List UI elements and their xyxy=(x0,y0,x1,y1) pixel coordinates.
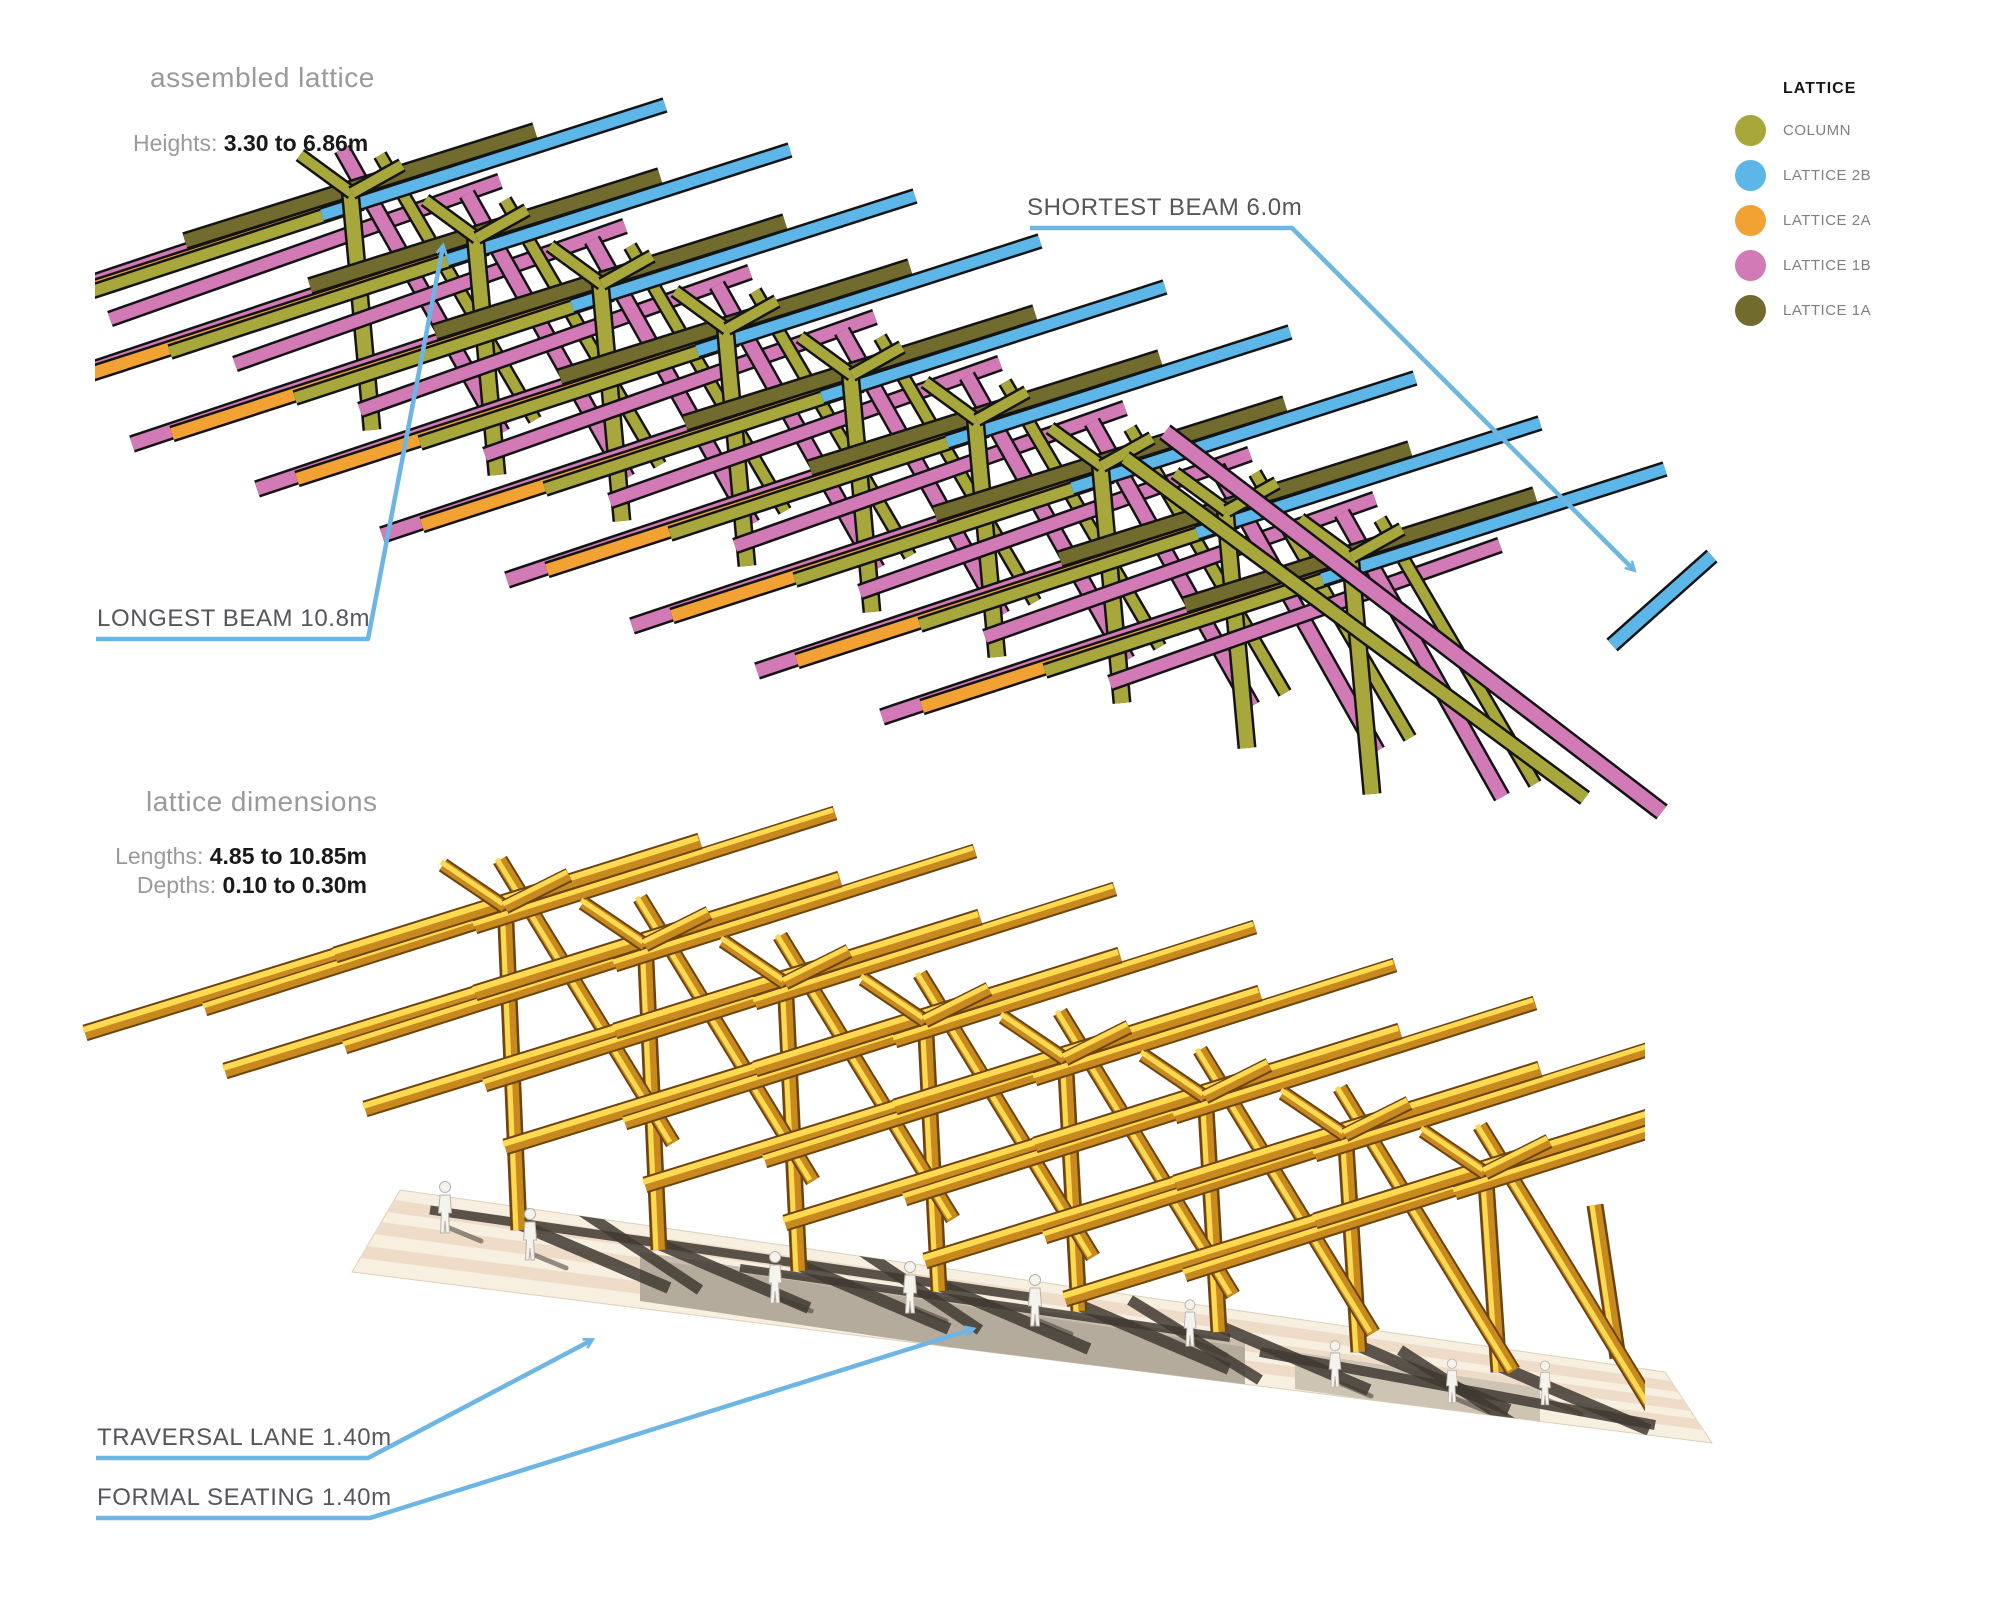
legend-label: COLUMN xyxy=(1783,122,1852,139)
legend-title: LATTICE xyxy=(1783,80,1857,97)
lengths-label: Lengths: xyxy=(115,843,204,869)
legend-items: COLUMN LATTICE 2B LATTICE 2A LATTICE 1B … xyxy=(1735,115,1975,326)
lattice-2a-swatch-icon xyxy=(1735,205,1766,236)
legend-label: LATTICE 1B xyxy=(1783,257,1872,274)
legend-row-lattice-2b: LATTICE 2B xyxy=(1735,160,1975,191)
traversal-lane-callout: TRAVERSAL LANE 1.40m xyxy=(97,1424,392,1451)
formal-seating-callout: FORMAL SEATING 1.40m xyxy=(97,1484,392,1511)
people-shadows xyxy=(444,1224,1584,1417)
legend-row-lattice-2a: LATTICE 2A xyxy=(1735,205,1975,236)
depths-value: 0.10 to 0.30m xyxy=(222,872,367,898)
legend-label: LATTICE 2A xyxy=(1783,212,1872,229)
legend-row-lattice-1b: LATTICE 1B xyxy=(1735,250,1975,281)
assembled-lattice-diagram xyxy=(0,105,1718,820)
heights-label: Heights: xyxy=(133,130,218,156)
longest-beam-arrow xyxy=(96,246,443,642)
lattice-render xyxy=(83,810,1815,1444)
legend-row-lattice-1a: LATTICE 1A xyxy=(1735,295,1975,326)
legend-label: LATTICE 2B xyxy=(1783,167,1872,184)
legend-label: LATTICE 1A xyxy=(1783,302,1872,319)
wood-structure xyxy=(83,810,1815,1409)
lengths-value: 4.85 to 10.85m xyxy=(209,843,367,869)
formal-seating-arrow xyxy=(96,1329,973,1521)
shortest-beam-arrow xyxy=(1030,225,1634,570)
traversal-lane-arrow xyxy=(96,1340,592,1461)
lattice-2b-swatch-icon xyxy=(1735,160,1766,191)
dimension-stats: Lengths: 4.85 to 10.85m Depths: 0.10 to … xyxy=(95,842,367,900)
longest-beam-callout: LONGEST BEAM 10.8m xyxy=(97,605,371,632)
depths-label: Depths: xyxy=(136,872,217,898)
lattice-1a-swatch-icon xyxy=(1735,295,1766,326)
lengths-stat: Lengths: 4.85 to 10.85m xyxy=(95,842,367,871)
lattice-legend: LATTICE COLUMN LATTICE 2B LATTICE 2A LAT… xyxy=(1735,80,1975,326)
assembled-lattice-title: assembled lattice xyxy=(150,62,375,93)
column-swatch-icon xyxy=(1735,115,1766,146)
annotation-arrows xyxy=(96,225,1634,1521)
shortest-beam-callout: SHORTEST BEAM 6.0m xyxy=(1027,194,1303,221)
depths-stat: Depths: 0.10 to 0.30m xyxy=(95,871,367,900)
heights-stat: Heights: 3.30 to 6.86m xyxy=(133,130,368,157)
lattice-dimensions-title: lattice dimensions xyxy=(146,786,378,817)
heights-value: 3.30 to 6.86m xyxy=(223,130,369,156)
legend-row-column: COLUMN xyxy=(1735,115,1975,146)
lattice-1b-swatch-icon xyxy=(1735,250,1766,281)
